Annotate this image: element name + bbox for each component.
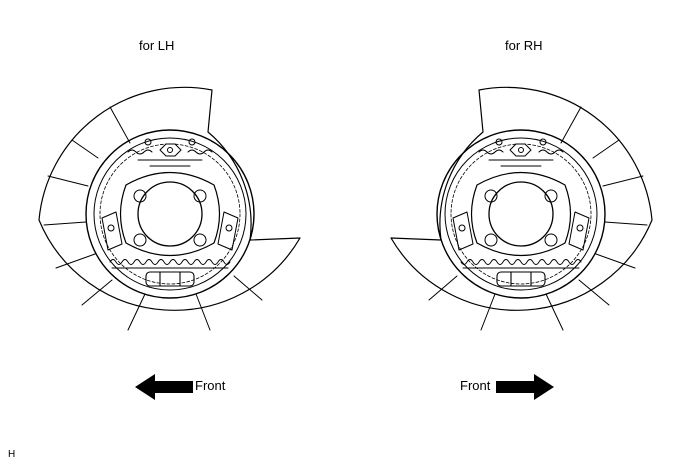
lh-title: for LH (139, 38, 175, 53)
reference-code: H (8, 449, 16, 460)
lh-brake-assembly (38, 86, 301, 331)
rh-title: for RH (505, 38, 543, 53)
rh-brake-assembly (390, 86, 653, 331)
front-arrow-right-icon (496, 374, 554, 400)
front-label-rh: Front (460, 378, 491, 393)
front-label-lh: Front (195, 378, 226, 393)
front-arrow-left-icon (135, 374, 193, 400)
